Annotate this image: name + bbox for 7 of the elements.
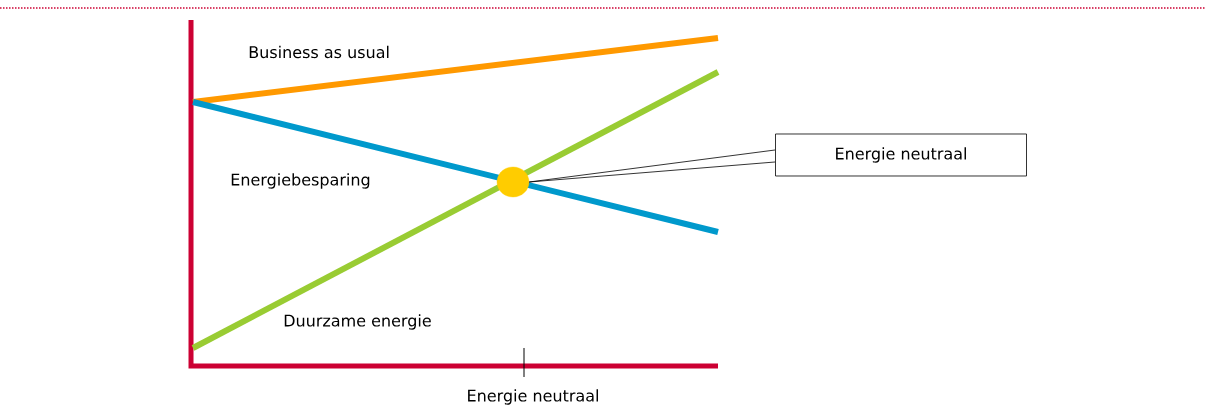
intersection-dot: [496, 166, 530, 198]
axis-label: Energie neutraal: [468, 389, 598, 405]
line-label: Energiebesparing: [231, 173, 370, 189]
callout-pointer: [528, 149, 776, 183]
line-label: Duurzame energie: [284, 314, 431, 330]
callout-box: Energie neutraal: [775, 133, 1027, 177]
line-label: Business as usual: [249, 45, 389, 59]
